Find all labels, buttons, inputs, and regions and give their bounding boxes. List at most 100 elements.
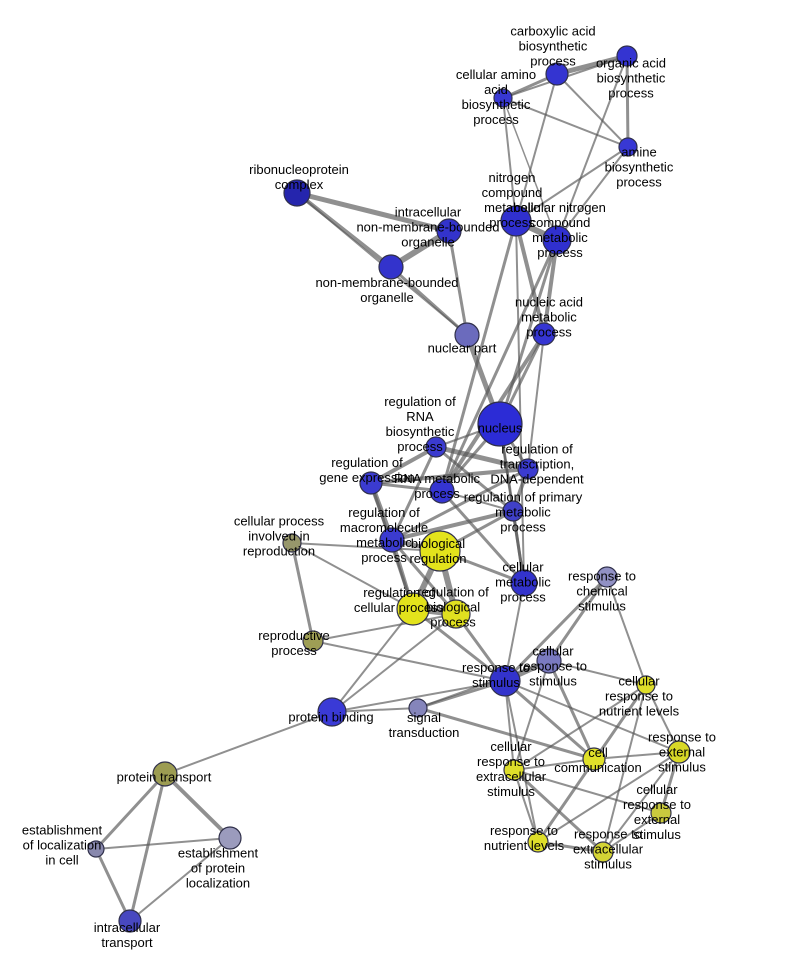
graph-edge xyxy=(440,238,559,493)
graph-edge xyxy=(542,238,559,336)
graph-edge xyxy=(527,333,545,470)
graph-edge xyxy=(128,772,167,923)
graph-edge xyxy=(515,220,525,584)
graph-edge xyxy=(416,706,596,761)
graph-node-nuclear_part[interactable] xyxy=(454,322,480,348)
graph-edge xyxy=(411,607,507,683)
graph-edge xyxy=(536,840,605,854)
graph-node-cellular_response_extracellular_stimulus[interactable] xyxy=(503,759,525,781)
graph-node-non_membrane_bounded_organelle[interactable] xyxy=(378,254,404,280)
graph-edge xyxy=(556,73,629,148)
graph-edge xyxy=(312,613,457,642)
graph-edge xyxy=(602,812,662,853)
edge-layer xyxy=(94,53,681,923)
graph-node-nitrogen_compound_metabolic[interactable] xyxy=(500,205,532,237)
graph-edge xyxy=(440,219,518,493)
graph-edge xyxy=(440,489,526,585)
graph-edge xyxy=(513,684,647,771)
graph-node-regulation_transcription_dna_dependent[interactable] xyxy=(517,458,539,480)
graph-edge xyxy=(331,608,414,713)
graph-edge xyxy=(513,769,662,814)
graph-edge xyxy=(369,467,530,485)
graph-edge xyxy=(331,613,457,713)
graph-edge xyxy=(556,146,629,241)
graph-node-reproductive_process[interactable] xyxy=(302,630,324,652)
graph-node-cellular_response_stimulus[interactable] xyxy=(536,648,562,674)
graph-edge xyxy=(294,190,452,234)
graph-node-cellular_response_external_stimulus[interactable] xyxy=(650,802,672,824)
graph-edge xyxy=(625,54,630,149)
graph-edge xyxy=(94,847,132,923)
graph-edge xyxy=(290,541,315,643)
graph-edge xyxy=(593,751,680,760)
graph-node-ribonucleoprotein_complex[interactable] xyxy=(283,179,311,207)
graph-node-intracellular_transport[interactable] xyxy=(118,909,142,933)
graph-edge xyxy=(504,680,539,843)
graph-node-response_external_stimulus[interactable] xyxy=(667,740,691,764)
graph-edge xyxy=(504,680,680,753)
graph-node-cellular_metabolic[interactable] xyxy=(510,569,538,597)
graph-edge xyxy=(447,229,469,337)
graph-node-protein_binding[interactable] xyxy=(317,697,347,727)
graph-node-regulation_rna_biosynthetic[interactable] xyxy=(425,436,447,458)
graph-edge xyxy=(129,837,231,922)
graph-edge xyxy=(514,219,546,336)
graph-edge xyxy=(434,445,515,513)
graph-edge xyxy=(95,837,231,850)
graph-edge xyxy=(556,55,628,241)
graph-node-cellular_amino_acid_biosynthetic[interactable] xyxy=(493,88,513,108)
graph-edge xyxy=(312,640,506,682)
graph-node-regulation_macromolecule_metabolic[interactable] xyxy=(379,527,405,553)
graph-node-cellular_nitrogen_compound_metabolic[interactable] xyxy=(542,225,572,255)
graph-edge xyxy=(502,97,629,148)
graph-node-establishment_protein_localization[interactable] xyxy=(218,826,242,850)
graph-edge xyxy=(390,538,458,616)
graph-edge xyxy=(503,575,609,683)
graph-edge xyxy=(547,575,609,663)
node-layer xyxy=(87,45,691,933)
graph-node-carboxylic_acid_biosynthetic[interactable] xyxy=(545,62,569,86)
graph-edge xyxy=(390,509,515,542)
graph-node-signal_transduction[interactable] xyxy=(408,698,428,718)
graph-node-regulation_gene_expression[interactable] xyxy=(359,471,383,495)
graph-node-response_extracellular_stimulus[interactable] xyxy=(592,841,614,863)
graph-edge xyxy=(163,772,232,840)
graph-edge xyxy=(515,73,558,222)
graph-node-nucleic_acid_metabolic[interactable] xyxy=(532,322,556,346)
graph-edge xyxy=(513,660,550,771)
graph-edge xyxy=(602,751,680,853)
graph-node-protein_transport[interactable] xyxy=(152,761,178,787)
graph-edge xyxy=(504,582,525,682)
graph-node-response_chemical_stimulus[interactable] xyxy=(596,566,618,588)
graph-edge xyxy=(515,146,629,222)
graph-edge xyxy=(513,758,595,771)
graph-node-cellular_process_involved_in_reproduction[interactable] xyxy=(282,533,302,553)
graph-edge xyxy=(390,445,438,542)
graph-node-regulation_biological_process[interactable] xyxy=(441,599,471,629)
graph-node-response_stimulus[interactable] xyxy=(489,665,521,697)
graph-node-organic_acid_biosynthetic[interactable] xyxy=(616,45,638,67)
graph-edge xyxy=(503,679,596,761)
graph-edge xyxy=(433,444,531,472)
graph-node-intracellular_non_membrane_bounded_organelle[interactable] xyxy=(436,218,462,244)
graph-node-response_nutrient_levels[interactable] xyxy=(527,831,549,853)
graph-node-amine_biosynthetic[interactable] xyxy=(618,137,638,157)
graph-edge xyxy=(94,772,167,851)
graph-node-nucleus[interactable] xyxy=(477,401,523,447)
graph-node-cellular_response_nutrient_levels[interactable] xyxy=(636,675,656,695)
graph-node-regulation_cellular_process[interactable] xyxy=(396,592,430,626)
graph-edge xyxy=(502,97,517,222)
graph-edge xyxy=(164,711,333,775)
graph-edge xyxy=(547,659,596,761)
graph-node-biological_regulation[interactable] xyxy=(419,530,461,572)
graph-node-regulation_primary_metabolic[interactable] xyxy=(502,500,524,522)
graph-edge xyxy=(291,542,414,610)
graph-node-cell_communication[interactable] xyxy=(582,747,606,771)
graph-node-rna_metabolic[interactable] xyxy=(429,478,455,504)
graph-node-establishment_localization_in_cell[interactable] xyxy=(87,840,105,858)
